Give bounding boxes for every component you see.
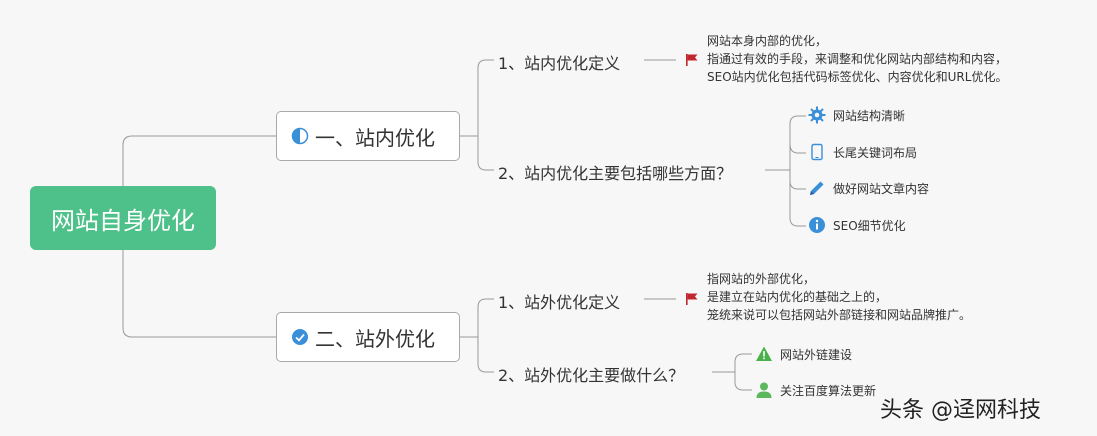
user-icon: [756, 382, 772, 398]
watermark: 头条 @迳网科技: [880, 398, 1041, 423]
leaf-label: 网站结构清晰: [833, 108, 906, 123]
leaf-seo-details[interactable]: SEO细节优化: [808, 216, 906, 234]
note-onsite-definition: 网站本身内部的优化， 指通过有效的手段，来调整和优化网站内部结构和内容， SEO…: [707, 32, 1007, 86]
topic-offsite-definition[interactable]: 1、站外优化定义: [498, 289, 620, 313]
note-offsite-definition: 指网站的外部优化， 是建立在站内优化的基础之上的， 笼统来说可以包括网站外部链接…: [707, 270, 971, 324]
leaf-label: 做好网站文章内容: [833, 181, 930, 196]
note-line: 网站本身内部的优化，: [707, 34, 828, 48]
branch-label: 一、站内优化: [315, 125, 435, 150]
branch-node-offsite[interactable]: 二、站外优化: [276, 312, 460, 362]
topic-label: 1、站外优化定义: [498, 293, 621, 312]
branch-node-onsite[interactable]: 一、站内优化: [276, 111, 460, 161]
root-node[interactable]: 网站自身优化: [30, 186, 216, 250]
warning-icon: [756, 346, 772, 361]
leaf-external-links[interactable]: 网站外链建设: [755, 345, 852, 363]
topic-label: 2、站外优化主要做什么？: [498, 366, 685, 385]
leaf-baidu-algorithm[interactable]: 关注百度算法更新: [755, 381, 876, 399]
leaf-label: 关注百度算法更新: [780, 383, 877, 398]
topic-offsite-tasks[interactable]: 2、站外优化主要做什么？: [498, 362, 684, 386]
leaf-site-structure[interactable]: 网站结构清晰: [808, 106, 905, 124]
check-circle-icon: [292, 329, 308, 345]
leaf-long-tail-keywords[interactable]: 长尾关键词布局: [808, 143, 917, 161]
half-circle-icon: [291, 127, 309, 145]
gear-icon: [808, 106, 826, 124]
root-label: 网站自身优化: [51, 206, 195, 235]
topic-label: 1、站内优化定义: [498, 54, 621, 73]
flag-icon: [686, 293, 698, 305]
topic-onsite-aspects[interactable]: 2、站内优化主要包括哪些方面？: [498, 160, 732, 184]
leaf-label: SEO细节优化: [833, 218, 906, 233]
note-line: 指通过有效的手段，来调整和优化网站内部结构和内容，: [707, 52, 1008, 66]
tablet-icon: [811, 143, 823, 161]
info-icon: [809, 217, 825, 233]
note-line: SEO站内优化包括代码标签优化、内容优化和URL优化。: [707, 70, 1008, 84]
flag-icon: [686, 54, 698, 66]
note-line: 是建立在站内优化的基础之上的，: [707, 290, 888, 304]
note-line: 指网站的外部优化，: [707, 272, 816, 286]
leaf-article-content[interactable]: 做好网站文章内容: [808, 179, 929, 197]
branch-label: 二、站外优化: [315, 326, 435, 351]
topic-onsite-definition[interactable]: 1、站内优化定义: [498, 50, 620, 74]
pencil-icon: [810, 181, 824, 195]
leaf-label: 网站外链建设: [780, 347, 853, 362]
topic-label: 2、站内优化主要包括哪些方面？: [498, 164, 733, 183]
leaf-label: 长尾关键词布局: [833, 145, 918, 160]
note-line: 笼统来说可以包括网站外部链接和网站品牌推广。: [707, 308, 972, 322]
